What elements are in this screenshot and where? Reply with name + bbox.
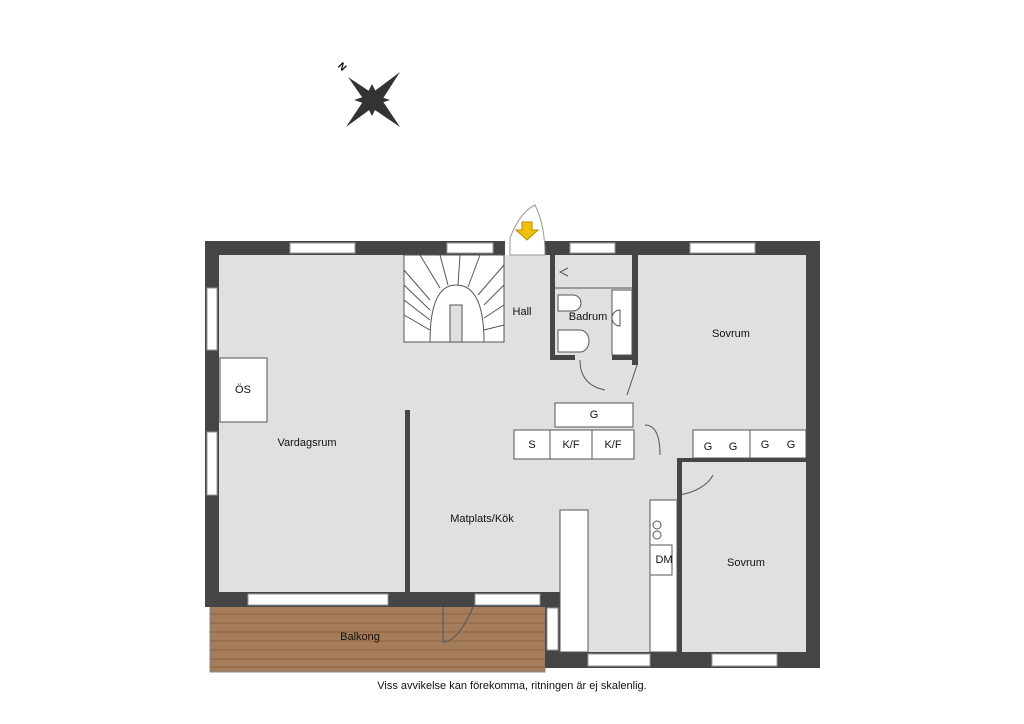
room-label-bedroom-2: Sovrum	[727, 557, 765, 569]
north-label: N	[335, 61, 348, 74]
dishwasher-label: DM	[655, 554, 672, 566]
sink-label: S	[528, 439, 535, 451]
entrance-arrow-icon	[514, 221, 540, 241]
fireplace	[219, 357, 268, 423]
kitchen-counters	[513, 402, 807, 653]
toilet-icon	[557, 294, 582, 312]
room-label-hall: Hall	[513, 306, 532, 318]
wardrobe-label: G	[704, 441, 713, 453]
kitchen-island	[559, 509, 589, 653]
fridge-freezer-label-2: K/F	[604, 439, 621, 451]
room-label-bedroom-1: Sovrum	[712, 328, 750, 340]
wardrobe-label: G	[787, 439, 796, 451]
fridge-freezer-label-1: K/F	[562, 439, 579, 451]
wardrobe-label: G	[729, 441, 738, 453]
room-label-kitchen: Matplats/Kök	[450, 513, 514, 525]
staircase	[403, 254, 505, 343]
wardrobe-label: G	[761, 439, 770, 451]
entrance-door	[509, 204, 546, 256]
compass-rose-icon: N	[335, 61, 400, 127]
floor	[219, 255, 806, 592]
washer-icon	[557, 329, 590, 353]
room-label-balcony: Balkong	[340, 631, 380, 643]
room-label-bath: Badrum	[569, 311, 608, 323]
room-label-living: Vardagsrum	[277, 437, 336, 449]
disclaimer: Viss avvikelse kan förekomma, ritningen …	[377, 680, 646, 692]
windows	[206, 242, 778, 667]
balcony-deck	[209, 604, 546, 673]
shower-icon	[558, 267, 569, 277]
bathroom-fixtures	[442, 267, 714, 643]
wardrobe-hall-label: G	[590, 409, 599, 421]
fireplace-label: ÖS	[235, 384, 251, 396]
